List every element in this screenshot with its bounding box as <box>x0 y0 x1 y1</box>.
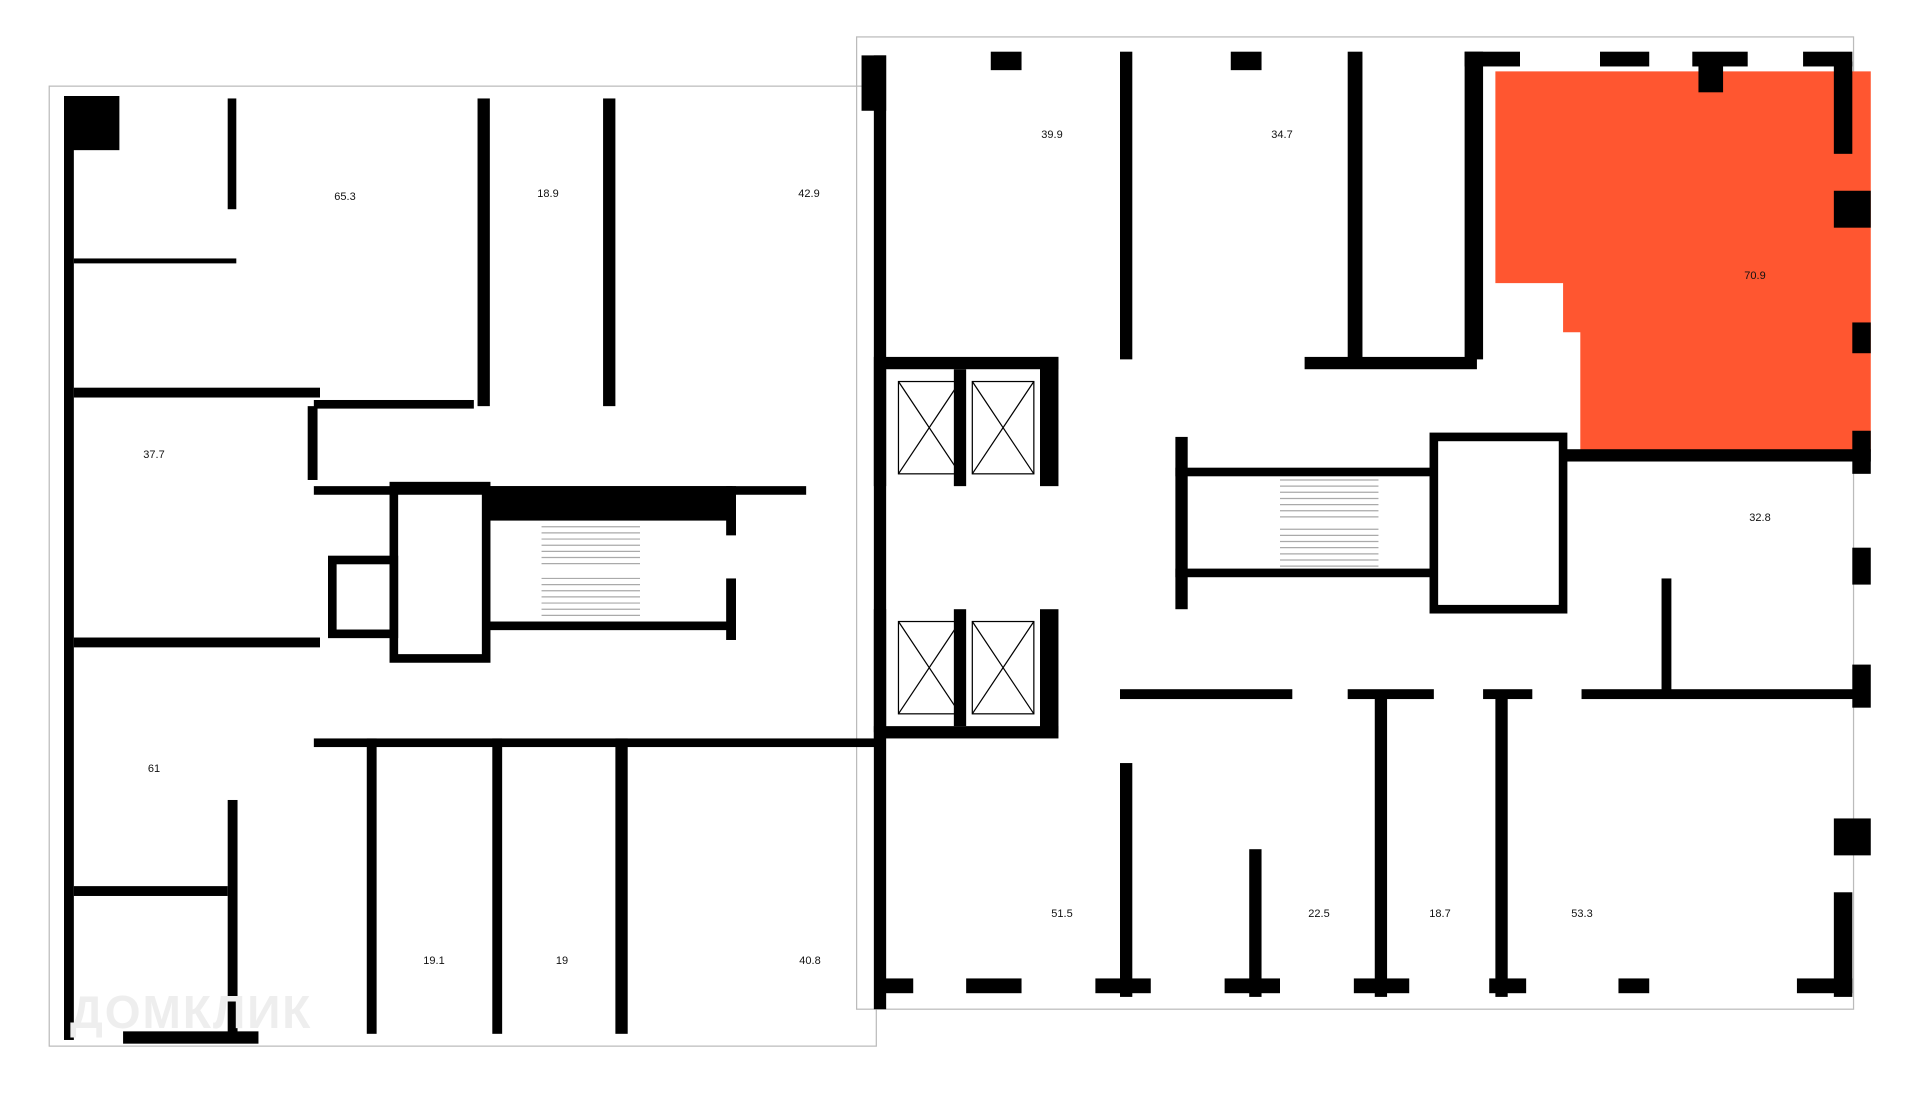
wall <box>1618 978 1650 994</box>
wall <box>873 609 887 733</box>
wall <box>73 886 228 896</box>
wall <box>492 738 503 1034</box>
wall <box>1600 51 1650 67</box>
wall <box>1224 978 1280 994</box>
wall <box>1495 695 1508 997</box>
wall <box>1040 609 1059 733</box>
wall <box>73 258 237 264</box>
wall <box>1040 356 1059 487</box>
wall <box>876 978 914 994</box>
wall <box>307 406 318 480</box>
wall <box>603 98 616 407</box>
wall <box>873 356 1059 370</box>
elevator-shaft <box>897 380 961 475</box>
elevator-shafts <box>897 380 1035 715</box>
wall <box>227 799 238 1034</box>
wall <box>1852 664 1871 708</box>
unit-area-label[interactable]: 19 <box>555 955 569 967</box>
wall <box>1120 51 1133 360</box>
wall <box>486 621 733 631</box>
wall <box>1230 51 1262 71</box>
wall <box>1374 695 1388 997</box>
wall <box>990 51 1022 71</box>
unit-area-label[interactable]: 42.9 <box>798 188 820 200</box>
wall <box>477 98 490 407</box>
unit-area-label[interactable]: 22.5 <box>1308 908 1330 920</box>
wall <box>366 738 377 1034</box>
wall <box>726 578 736 640</box>
wall <box>873 369 887 487</box>
unit-area-label[interactable]: 65.3 <box>334 191 356 203</box>
unit-area-label[interactable]: 19.1 <box>423 955 445 967</box>
unit-area-label[interactable]: 39.9 <box>1041 129 1063 141</box>
domclick-watermark-logo: ДОМКЛИК <box>70 986 313 1038</box>
wall <box>1249 849 1262 997</box>
wall <box>64 98 74 1040</box>
selected-apartment-70.9[interactable] <box>1483 71 1871 452</box>
unit-area-label[interactable]: 18.9 <box>537 188 559 200</box>
wall <box>1852 547 1871 585</box>
wall <box>123 1031 259 1044</box>
wall <box>1796 978 1853 994</box>
wall <box>1175 467 1434 477</box>
wall <box>313 399 474 409</box>
wall <box>486 486 733 521</box>
staircases <box>541 479 1379 616</box>
wall <box>1095 978 1151 994</box>
unit-area-label[interactable]: 34.7 <box>1271 129 1293 141</box>
wall <box>966 978 1022 994</box>
wall <box>1833 818 1871 856</box>
walls <box>64 51 1871 1044</box>
unit-area-label[interactable]: 53.3 <box>1571 908 1593 920</box>
elevator-shaft <box>971 620 1035 715</box>
wall <box>227 98 237 210</box>
wall <box>73 637 320 648</box>
wall <box>313 738 880 748</box>
wall <box>1483 689 1533 700</box>
unit-area-label[interactable]: 40.8 <box>799 955 821 967</box>
wall <box>1661 578 1672 696</box>
unit-area-label[interactable]: 37.7 <box>143 449 165 461</box>
shaft-core <box>1429 432 1568 614</box>
wall <box>1833 190 1871 228</box>
shaft-core <box>328 555 399 639</box>
wall <box>1175 436 1188 610</box>
wall <box>1852 322 1871 354</box>
wall <box>73 387 320 398</box>
wall <box>1304 356 1477 370</box>
wall <box>1464 51 1520 67</box>
wall <box>1120 689 1293 700</box>
wall <box>615 738 628 1034</box>
wall <box>1698 61 1724 93</box>
wall <box>1833 61 1853 154</box>
elevator-shaft <box>897 620 961 715</box>
wall <box>1175 568 1434 578</box>
elevator-shaft <box>971 380 1035 475</box>
wall <box>726 486 736 536</box>
unit-area-label[interactable]: 18.7 <box>1429 908 1451 920</box>
unit-area-label[interactable]: 51.5 <box>1051 908 1073 920</box>
wall <box>1563 449 1871 462</box>
shaft-core <box>389 481 491 663</box>
wall <box>1347 689 1434 700</box>
wall <box>873 726 1059 739</box>
unit-area-label[interactable]: 70.9 <box>1744 270 1766 282</box>
unit-area-label[interactable]: 61 <box>147 763 161 775</box>
wall <box>1464 51 1484 360</box>
wall <box>1581 689 1859 700</box>
wall <box>1353 978 1410 994</box>
wall <box>873 55 887 1010</box>
wall <box>1489 978 1527 994</box>
unit-area-label[interactable]: 32.8 <box>1749 512 1771 524</box>
wall <box>1833 892 1853 997</box>
wall <box>1347 51 1363 360</box>
wall <box>1120 763 1133 997</box>
